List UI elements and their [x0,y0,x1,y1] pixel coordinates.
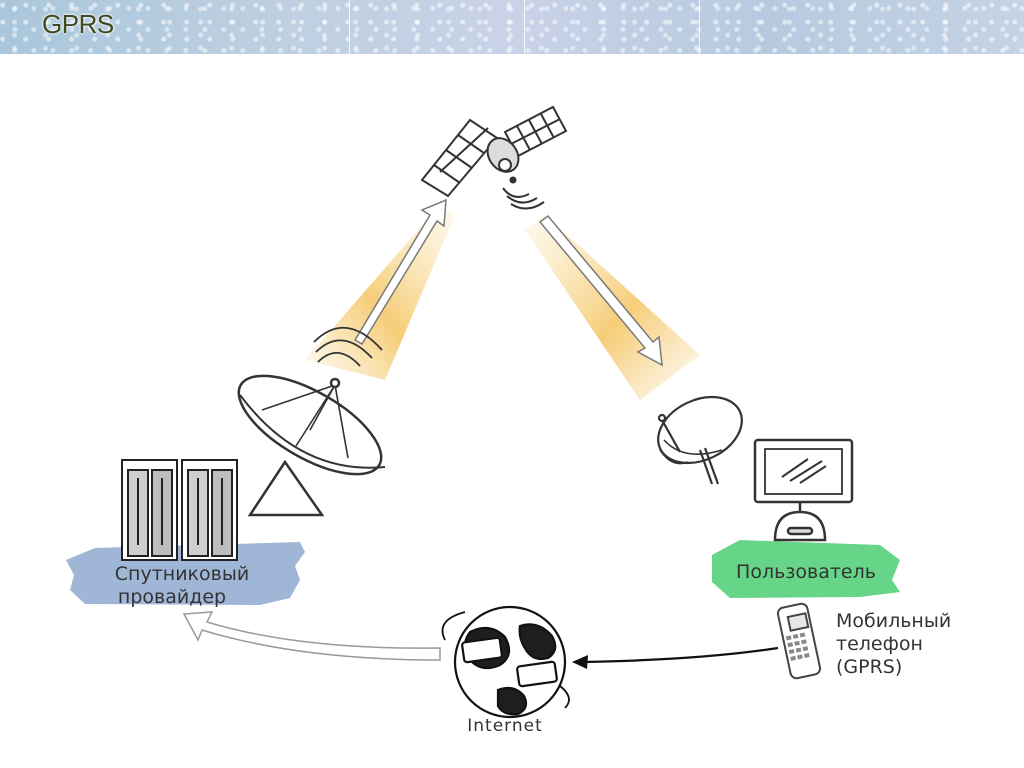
header-divider [349,0,350,54]
header-divider [524,0,525,54]
page-title: GPRS [42,9,114,39]
phone-to-internet-arrow [572,646,779,669]
user-label: Пользователь [736,561,876,583]
internet-globe-icon [441,605,570,719]
gprs-diagram: Спутниковый провайдер Пользователь [66,105,951,736]
phone-label: телефон [836,633,923,655]
server-icon [121,459,238,561]
header-band: GPRS [0,0,1024,54]
internet-to-provider-arrow [182,611,441,661]
mobile-phone-icon [776,602,822,680]
provider-label: провайдер [118,586,226,608]
provider-dish-icon [237,327,386,517]
downlink-beam [525,214,700,400]
user-highlight [712,540,900,598]
phone-label: (GPRS) [836,656,902,678]
provider-label: Спутниковый [115,563,249,585]
phone-label: Мобильный [836,610,951,632]
monitor-icon [753,438,854,542]
internet-label: Internet [467,716,543,736]
satellite-icon [420,105,568,210]
header-divider [699,0,700,54]
uplink-beam [305,198,455,380]
user-dish-icon [657,395,743,485]
